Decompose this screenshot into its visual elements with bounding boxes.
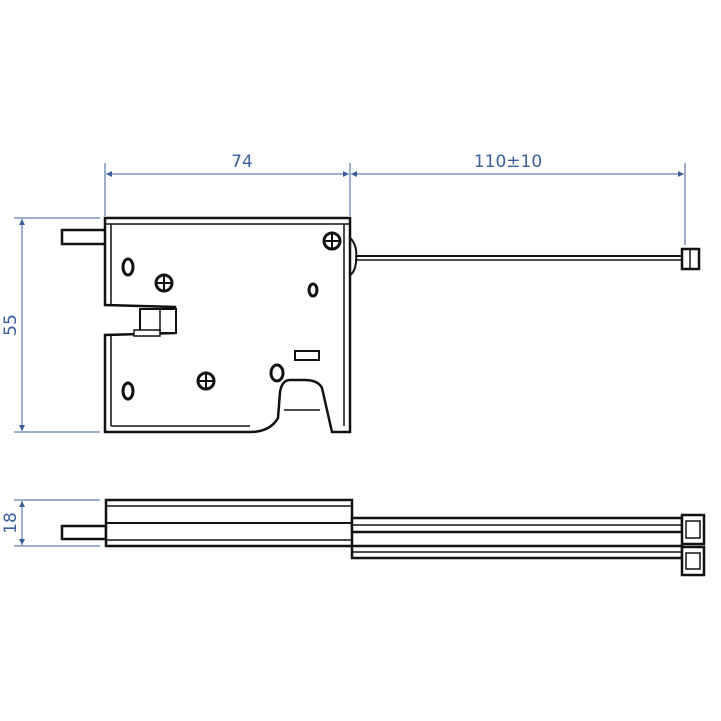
wire-and-connector-top	[349, 237, 701, 276]
lock-side-view	[60, 498, 706, 577]
bolt-pin-side	[60, 524, 108, 541]
bolt-pin	[60, 228, 108, 246]
mounting-holes	[121, 257, 319, 401]
indicator-slot	[294, 350, 320, 361]
dimension-wire-length-label: 110±10	[474, 152, 542, 172]
screws	[154, 231, 342, 391]
lock-top-view	[60, 216, 352, 434]
dimension-lines-top	[14, 163, 686, 433]
dimension-thickness-label: 18	[1, 512, 21, 534]
dimension-lines-side	[14, 499, 100, 547]
dimension-height-label: 55	[1, 314, 21, 336]
dimension-width-label: 74	[231, 152, 253, 172]
latch	[139, 308, 177, 334]
lock-housing	[103, 216, 352, 434]
